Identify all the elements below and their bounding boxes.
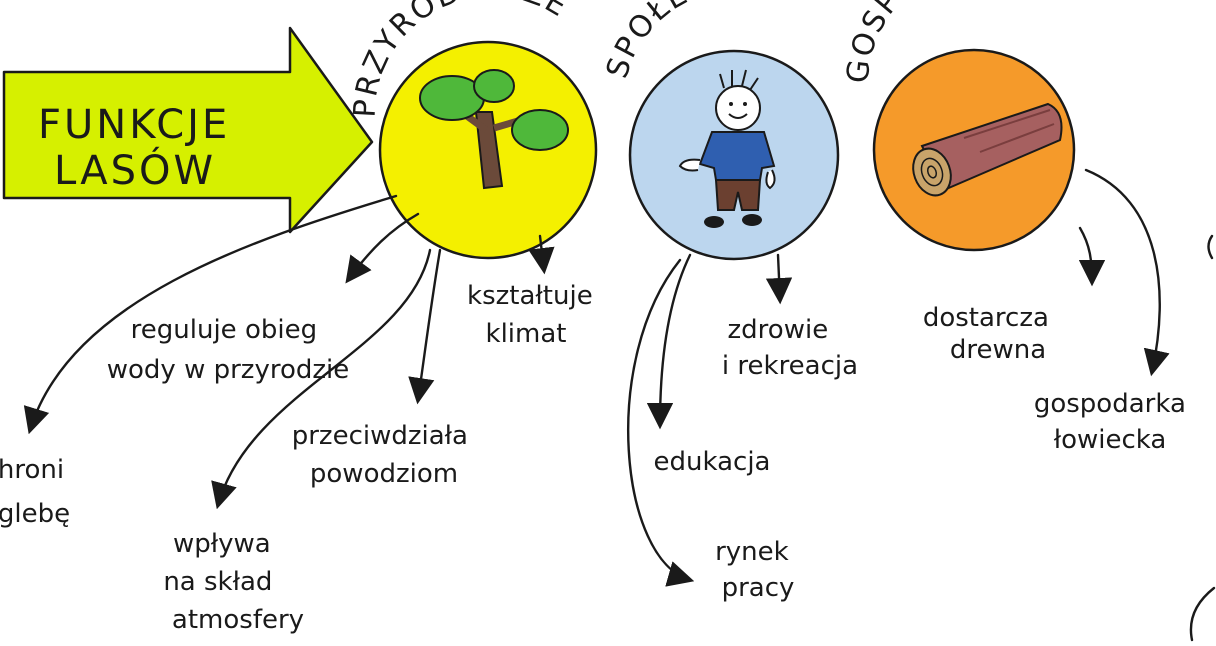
function-water: reguluje obieg wody w przyrodzie [107,315,349,385]
arrow-shape [2,26,374,234]
edge-mark-bottom [1189,586,1216,642]
arrow-to-hunting [1084,168,1170,377]
economic-functions: dostarcza drewna gospodarka łowiecka [923,303,1194,455]
social-functions: zdrowie i rekreacja edukacja rynek pracy [654,315,859,603]
arrow-to-education [646,253,692,430]
function-health: zdrowie i rekreacja [722,315,858,381]
arrow-to-health [765,253,793,305]
edge-mark-top [1207,234,1214,260]
arrow-to-wood [1078,226,1106,287]
arrow-to-floods [408,248,442,405]
log-icon [912,102,1063,197]
function-wood: dostarcza drewna [923,303,1057,365]
title-line-2: LASÓW [54,146,216,194]
boy-icon [678,69,776,228]
connector-arrows [23,168,1170,587]
function-education: edukacja [654,447,771,477]
arrow-to-jobs [627,258,695,587]
title-line-1: FUNKCJE [38,102,230,148]
function-climate: kształtuje klimat [467,281,601,349]
arrow-to-atmosphere [211,248,432,510]
arrow-to-climate [528,234,555,275]
tree-icon [419,69,569,190]
function-soil: chroni glebę [0,455,72,529]
function-floods: przeciwdziała powodziom [292,421,477,489]
arrow-to-water [345,212,420,284]
function-hunting: gospodarka łowiecka [1034,389,1194,455]
title-arrow: FUNKCJE LASÓW [2,26,374,234]
arrow-to-soil [23,194,398,435]
function-atmosphere: wpływa na skład atmosfery [163,529,304,635]
function-jobs: rynek pracy [715,537,797,603]
natural-functions: chroni glebę reguluje obieg wody w przyr… [0,281,601,635]
